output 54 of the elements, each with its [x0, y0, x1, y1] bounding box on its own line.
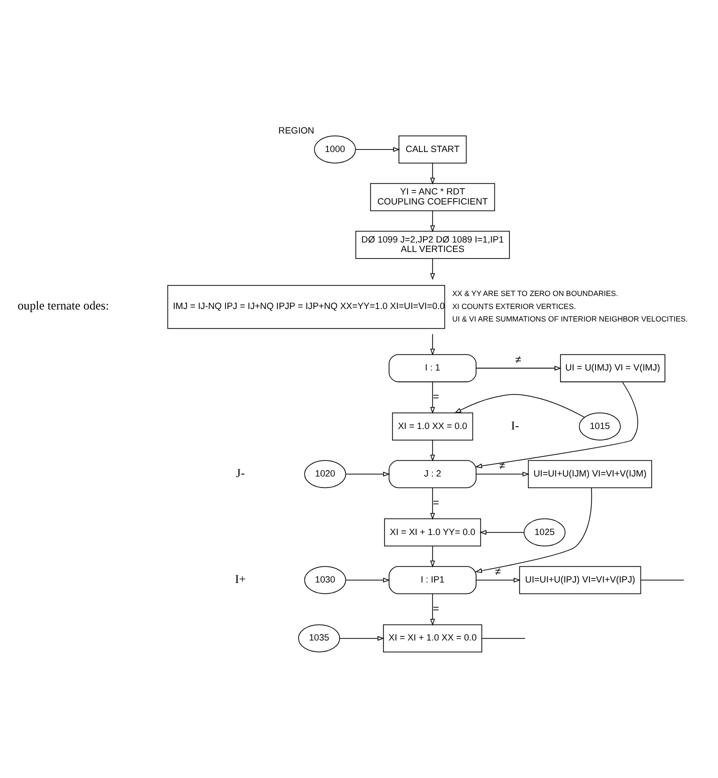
node-box: I : IP1 [388, 566, 476, 594]
label: I+ [234, 572, 246, 586]
edge-label: ≠ [494, 566, 501, 578]
label: ouple ternate odes: [18, 298, 109, 312]
node-ellipse: 1025 [524, 518, 566, 546]
label: I- [511, 418, 520, 432]
arrow [475, 487, 592, 573]
arrow [454, 394, 585, 418]
arrow [345, 472, 390, 477]
arrow [480, 530, 524, 535]
node-box: DØ 1099 J=2,JP2 DØ 1089 I=1,IP1 ALL VERTICES [355, 230, 510, 259]
arrow [476, 472, 530, 477]
connector [482, 638, 526, 639]
arrow [355, 147, 400, 152]
node-label: REGION [278, 125, 314, 136]
node-label: UI & VI ARE SUMMATIONS OF INTERIOR NEIGHBOR VELOCITIES. [452, 314, 688, 324]
edge-label: = [432, 603, 440, 616]
node-box: I : 1 [388, 354, 476, 382]
node-ellipse: 1020 [304, 460, 346, 488]
node-box: UI=UI+U(IJM) VI=VI+V(IJM) [528, 460, 652, 488]
node-label: XI COUNTS EXTERIOR VERTICES. [452, 302, 576, 311]
node-label: XX & YY ARE SET TO ZERO ON BOUNDARIES. [452, 288, 618, 298]
arrow [430, 593, 435, 626]
arrow [430, 162, 435, 185]
arrow [476, 578, 521, 582]
edge-label: ≠ [515, 354, 522, 366]
arrow [430, 487, 435, 520]
node-ellipse: 1000 [314, 135, 356, 164]
arrow [430, 258, 435, 280]
node-ellipse: 1030 [304, 566, 346, 594]
node-box: XI = XI + 1.0 XX = 0.0 [383, 624, 482, 652]
node-box: IMJ = IJ-NQ IPJ = IJ+NQ IPJP = IJP+NQ XX=YY=1.0 XI=UI=VI=0.0 [167, 284, 446, 329]
node-box: XI = 1.0 XX = 0.0 [392, 412, 474, 440]
node-box: XI = XI + 1.0 YY= 0.0 [384, 518, 482, 546]
arrow [345, 578, 390, 582]
node-ellipse: 1035 [298, 624, 340, 652]
node-box: CALL START [398, 135, 467, 164]
edge-label: ≠ [499, 460, 506, 472]
arrow [430, 334, 435, 356]
node-ellipse: 1015 [578, 412, 621, 440]
arrow [430, 440, 435, 462]
arrow [475, 382, 638, 468]
node-box: YI = ANC * RDT COUPLING COEFFICIENT [370, 183, 496, 212]
node-box: J : 2 [388, 460, 476, 488]
arrow [430, 546, 435, 568]
node-box: UI = U(IMJ) VI = V(IMJ) [560, 354, 666, 382]
node-box: UI=UI+U(IPJ) VI=VI+V(IPJ) [519, 566, 642, 594]
arrow [339, 636, 384, 641]
arrow [430, 210, 435, 232]
label: J- [236, 466, 245, 480]
edge-label: = [432, 391, 440, 404]
arrow [430, 381, 435, 414]
edge-label: = [432, 497, 440, 510]
arrow [476, 366, 562, 371]
